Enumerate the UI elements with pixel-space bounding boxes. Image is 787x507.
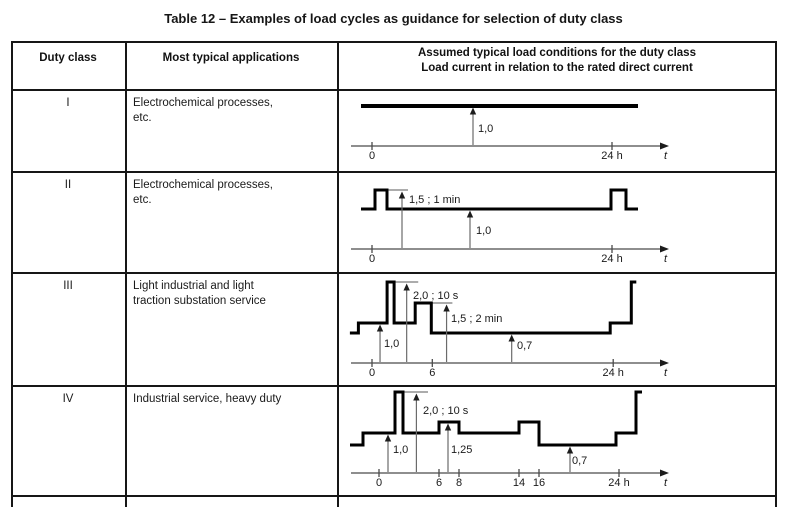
table-title: Table 12 – Examples of load cycles as gu… <box>164 11 623 26</box>
svg-text:24 h: 24 h <box>602 367 623 379</box>
svg-text:1,0: 1,0 <box>478 123 493 135</box>
duty-class-cell: IV <box>62 393 74 405</box>
svg-text:6: 6 <box>429 367 435 379</box>
svg-text:0: 0 <box>369 150 375 162</box>
svg-text:t: t <box>664 367 668 379</box>
svg-text:24 h: 24 h <box>601 150 622 162</box>
svg-text:2,0 ; 10 s: 2,0 ; 10 s <box>423 405 469 417</box>
column-header-load-conditions: Assumed typical load conditions for the … <box>418 47 696 74</box>
application-cell: Electrochemical processes, etc. <box>133 179 273 206</box>
svg-text:0: 0 <box>369 367 375 379</box>
svg-text:16: 16 <box>533 477 545 489</box>
svg-text:14: 14 <box>513 477 525 489</box>
load-cycle-chart-duty-class-IV: 0 6 8 14 16 24 h t 1,0 2,0 ; 10 s 1,25 0,7 <box>350 390 669 489</box>
grid-line <box>11 495 777 497</box>
svg-text:1,5 ; 1 min: 1,5 ; 1 min <box>409 194 460 206</box>
svg-text:8: 8 <box>456 477 462 489</box>
load-cycle-chart-duty-class-III: 0 6 24 h t 1,0 2,0 ; 10 s 1,5 ; 2 min 0,7 <box>349 280 669 379</box>
grid-line <box>11 272 777 274</box>
svg-text:t: t <box>664 253 668 265</box>
svg-text:t: t <box>664 477 668 489</box>
grid-line <box>11 385 777 387</box>
svg-text:t: t <box>664 150 668 162</box>
svg-text:6: 6 <box>436 477 442 489</box>
svg-text:24 h: 24 h <box>601 253 622 265</box>
svg-text:2,0 ; 10 s: 2,0 ; 10 s <box>413 290 459 302</box>
duty-class-cell: III <box>63 280 73 292</box>
svg-text:1,5 ; 2 min: 1,5 ; 2 min <box>451 313 502 325</box>
duty-class-cell: I <box>66 97 70 109</box>
duty-class-table-frame <box>11 41 777 507</box>
application-cell: Electrochemical processes, etc. <box>133 97 273 124</box>
svg-text:1,0: 1,0 <box>384 338 399 350</box>
load-cycle-chart-duty-class-I: 0 24 h t 1,0 <box>351 104 669 162</box>
svg-text:0,7: 0,7 <box>517 340 532 352</box>
grid-line <box>11 89 777 91</box>
grid-line <box>11 171 777 173</box>
svg-text:0: 0 <box>369 253 375 265</box>
svg-text:0: 0 <box>376 477 382 489</box>
svg-text:0,7: 0,7 <box>572 455 587 467</box>
grid-line <box>125 41 127 507</box>
application-cell: Industrial service, heavy duty <box>133 393 282 405</box>
duty-class-cell: II <box>64 179 72 191</box>
column-header-duty-class: Duty class <box>39 52 97 64</box>
svg-text:1,0: 1,0 <box>476 225 491 237</box>
svg-text:1,0: 1,0 <box>393 444 408 456</box>
svg-text:1,25: 1,25 <box>451 444 472 456</box>
column-header-applications: Most typical applications <box>162 52 300 64</box>
application-cell: Light industrial and light traction subs… <box>133 280 266 307</box>
load-cycle-chart-duty-class-II: 0 24 h t 1,5 ; 1 min 1,0 <box>351 188 669 265</box>
grid-line <box>337 41 339 507</box>
svg-text:24 h: 24 h <box>608 477 629 489</box>
